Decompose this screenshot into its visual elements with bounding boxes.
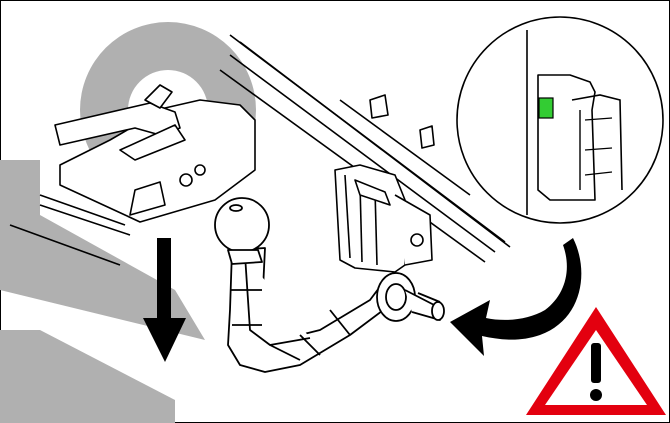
tow-ball-icon — [214, 197, 445, 373]
watermark-block-top — [0, 160, 40, 215]
detail-zoom-icon — [456, 16, 664, 224]
coupling-head-icon — [9, 84, 256, 266]
down-arrow-icon — [143, 238, 186, 362]
watermark-stroke — [60, 250, 160, 300]
warning-triangle-icon — [526, 307, 666, 415]
watermark-lower — [0, 330, 175, 423]
curved-arrow-icon — [450, 238, 582, 356]
green-indicator — [538, 97, 554, 119]
watermark-diagonal — [0, 215, 205, 340]
vehicle-frame-rails — [219, 34, 511, 263]
mounting-bracket — [334, 94, 435, 273]
